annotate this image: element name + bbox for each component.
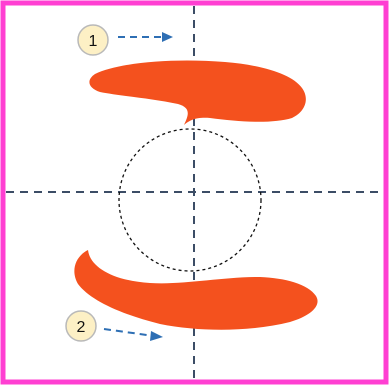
callout-1-label: 1 bbox=[89, 33, 98, 50]
callout-2-label: 2 bbox=[77, 319, 86, 336]
